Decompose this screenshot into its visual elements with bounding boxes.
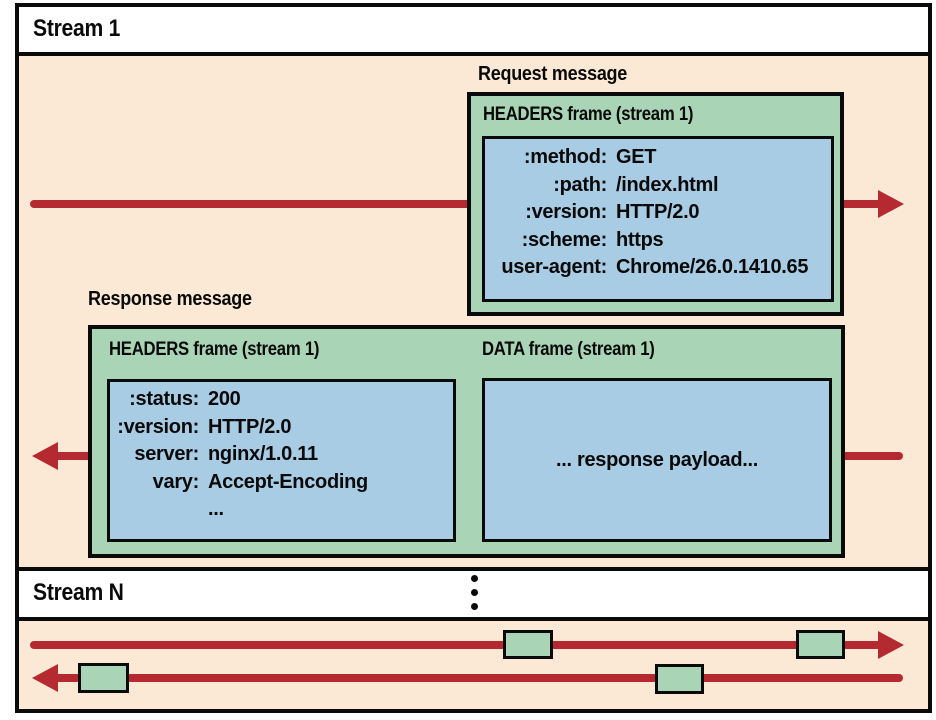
- response-payload-text: ... response payload...: [555, 448, 759, 471]
- header-value: HTTP/2.0: [208, 415, 292, 438]
- request-headers-content: :method: GET :path: /index.html :version: H…: [482, 136, 834, 302]
- frame-chip: [655, 664, 704, 694]
- header-row: :version: HTTP/2.0: [485, 199, 831, 227]
- request-message-label: Request message: [478, 63, 628, 85]
- streamN-request-arrow-right-icon: [878, 631, 904, 659]
- header-key: :scheme:: [521, 228, 608, 251]
- response-arrow-line-right: [843, 452, 903, 460]
- streamN-response-arrow-left-icon: [32, 664, 58, 692]
- header-row: :status: 200: [110, 386, 453, 414]
- header-value: /index.html: [616, 173, 719, 196]
- header-value: GET: [616, 146, 657, 168]
- header-key: [110, 496, 199, 524]
- header-row: :version: HTTP/2.0: [110, 414, 453, 442]
- header-key: server:: [134, 443, 199, 465]
- request-arrow-right-icon: [878, 190, 904, 218]
- response-frame-group: HEADERS frame (stream 1) DATA frame (str…: [88, 325, 845, 558]
- streamN-label: Stream N: [33, 579, 124, 606]
- header-value: 200: [208, 388, 241, 410]
- streamN-band: [15, 617, 932, 713]
- request-headers-frame: HEADERS frame (stream 1) :method: GET :pa…: [467, 92, 844, 316]
- header-row: :path: /index.html: [485, 172, 831, 200]
- header-key: vary:: [152, 470, 200, 493]
- header-value: https: [616, 228, 664, 251]
- response-arrow-line-left: [54, 452, 94, 460]
- header-row: ...: [110, 496, 453, 524]
- request-headers-frame-title: HEADERS frame (stream 1): [483, 104, 694, 125]
- response-message-label: Response message: [88, 288, 252, 310]
- response-headers-frame-title: HEADERS frame (stream 1): [109, 339, 320, 360]
- response-data-content: ... response payload...: [482, 378, 832, 542]
- response-data-frame-title: DATA frame (stream 1): [482, 339, 655, 360]
- header-value: nginx/1.0.11: [208, 443, 318, 465]
- stream1-label: Stream 1: [33, 15, 121, 42]
- stream1-title-bar: [15, 3, 932, 56]
- response-arrow-left-icon: [32, 442, 58, 470]
- request-arrow-line: [30, 200, 880, 208]
- streamN-response-arrow-line: [54, 674, 903, 682]
- header-row: server: nginx/1.0.11: [110, 441, 453, 469]
- ellipsis-dot: [471, 575, 478, 582]
- frame-chip: [796, 630, 845, 659]
- frame-chip: [503, 630, 553, 659]
- ellipsis-dot: [471, 589, 478, 596]
- header-key: :version:: [525, 201, 607, 223]
- ellipsis-dot: [471, 603, 478, 610]
- header-value: ...: [208, 498, 224, 520]
- header-row: :scheme: https: [485, 227, 831, 255]
- header-key: :path:: [553, 173, 607, 196]
- header-value: Chrome/26.0.1410.65: [616, 256, 809, 278]
- frame-chip: [78, 663, 129, 693]
- header-key: :method:: [523, 146, 607, 168]
- header-key: user-agent:: [501, 256, 607, 278]
- header-row: :method: GET: [485, 144, 831, 172]
- response-headers-content: :status: 200 :version: HTTP/2.0 server: ngi…: [107, 379, 456, 542]
- header-row: vary: Accept-Encoding: [110, 469, 453, 497]
- header-value: Accept-Encoding: [208, 470, 368, 493]
- header-key: :status:: [129, 388, 199, 410]
- streamN-request-arrow-line: [30, 641, 880, 649]
- header-value: HTTP/2.0: [616, 201, 700, 223]
- header-key: :version:: [117, 415, 199, 438]
- header-row: user-agent: Chrome/26.0.1410.65: [485, 254, 831, 282]
